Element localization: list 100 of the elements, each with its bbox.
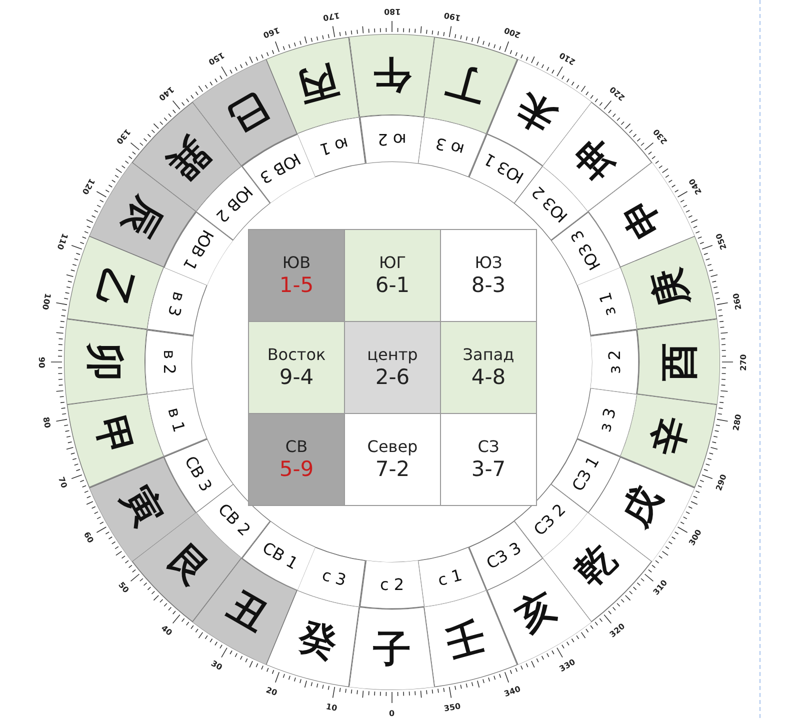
ring-sector [349, 34, 435, 118]
character-label: 申 [615, 192, 667, 244]
direction-name: СЗ [478, 437, 500, 456]
character-label: 巳 [222, 87, 274, 139]
degree-label: 190 [444, 10, 462, 22]
sector-label: ю 2 [378, 130, 406, 146]
grid-cell [440, 413, 537, 506]
grid-cell [440, 229, 537, 322]
sector-label: с 1 [436, 567, 464, 589]
sector-label: СВ 1 [260, 539, 300, 572]
direction-name: центр [367, 345, 418, 364]
direction-name: ЮГ [378, 253, 406, 272]
character-label: 乾 [568, 538, 622, 592]
character-label: 辛 [646, 413, 693, 460]
number-pair: 8-3 [471, 272, 506, 298]
character-label: 辰 [117, 192, 169, 244]
grid-cell [248, 321, 345, 414]
sector-label: ю 1 [318, 134, 350, 158]
character-label: 坤 [568, 132, 622, 186]
degree-label: 40 [159, 624, 174, 638]
degree-label: 170 [322, 10, 340, 22]
direction-name: Север [367, 437, 418, 456]
number-pair: 2-6 [375, 364, 410, 390]
ring-sector [418, 117, 486, 178]
grid-cell [440, 321, 537, 414]
ring-sector [147, 267, 208, 336]
degree-label: 80 [41, 416, 52, 430]
degree-label: 0 [389, 708, 395, 718]
number-pair: 5-9 [279, 456, 314, 482]
grid-cell [248, 413, 345, 506]
ring-sector [418, 546, 486, 607]
degree-label: 70 [56, 475, 68, 489]
direction-name: ЮВ [282, 253, 311, 272]
degree-label: 140 [156, 84, 176, 102]
character-label: 子 [372, 630, 411, 668]
character-label: 癸 [294, 616, 341, 663]
character-label: 亥 [510, 585, 562, 637]
grid-cell [248, 229, 345, 322]
direction-name: ЮЗ [474, 253, 502, 272]
number-pair: 7-2 [375, 456, 410, 482]
character-label: 甲 [91, 413, 138, 460]
number-pair: 9-4 [279, 364, 314, 390]
character-label: 艮 [162, 538, 216, 592]
direction-name: Запад [462, 345, 514, 364]
character-label: 丑 [222, 585, 274, 637]
character-label: 丙 [294, 61, 341, 108]
degree-label: 110 [54, 232, 70, 252]
sector-label: ЮВ 3 [257, 150, 304, 186]
degree-label: 290 [714, 472, 729, 492]
sector-label: с 2 [380, 577, 404, 594]
ring-sector [147, 388, 208, 456]
character-label: 未 [510, 87, 562, 139]
degree-label: 30 [210, 659, 224, 673]
sector-label: з 2 [607, 350, 624, 374]
sector-label: с 3 [320, 567, 348, 589]
degree-label: 210 [558, 50, 577, 66]
sector-label: СВ 2 [215, 501, 253, 539]
sector-label: в 1 [165, 406, 188, 434]
character-label: 乙 [91, 264, 138, 311]
sector-label: в 3 [165, 290, 188, 318]
grid-cell [344, 229, 441, 322]
degree-label: 350 [444, 702, 462, 714]
character-label: 酉 [660, 342, 698, 381]
character-label: 戌 [615, 480, 667, 532]
sector-label: СЗ 3 [484, 539, 524, 572]
sector-label: СВ 3 [182, 454, 215, 494]
sector-label: ЮВ 1 [180, 227, 216, 274]
sector-label: ЮЗ 2 [529, 183, 571, 225]
character-label: 壬 [443, 616, 490, 663]
character-label: 丁 [443, 61, 490, 108]
degree-label: 340 [502, 684, 522, 699]
degree-label: 270 [738, 354, 748, 370]
sector-label: ю 3 [434, 134, 466, 158]
number-pair: 4-8 [471, 364, 506, 390]
degree-label: 50 [116, 580, 130, 595]
degree-label: 250 [714, 232, 729, 252]
degree-label: 180 [384, 6, 400, 16]
degree-label: 160 [262, 25, 282, 40]
character-label: 午 [372, 56, 411, 94]
degree-label: 100 [40, 292, 52, 310]
sector-label: з 1 [597, 290, 619, 318]
sector-label: СЗ 2 [531, 501, 569, 539]
ring-sector [297, 546, 366, 607]
degree-label: 150 [206, 50, 226, 66]
number-pair: 6-1 [375, 272, 410, 298]
sector-label: ЮЗ 3 [568, 228, 604, 273]
grid-cell [344, 321, 441, 414]
character-label: 庚 [646, 264, 693, 311]
degree-label: 260 [732, 292, 744, 310]
character-label: 卯 [86, 342, 124, 381]
direction-name: Восток [267, 345, 326, 364]
direction-name: СВ [285, 437, 308, 456]
number-pair: 3-7 [471, 456, 506, 482]
degree-label: 10 [324, 702, 338, 714]
number-pair: 1-5 [279, 272, 314, 298]
degree-label: 330 [558, 658, 577, 674]
degree-label: 90 [36, 356, 46, 368]
degree-label: 200 [502, 25, 522, 40]
sector-label: СЗ 1 [569, 454, 602, 494]
ring-sector [424, 36, 518, 134]
